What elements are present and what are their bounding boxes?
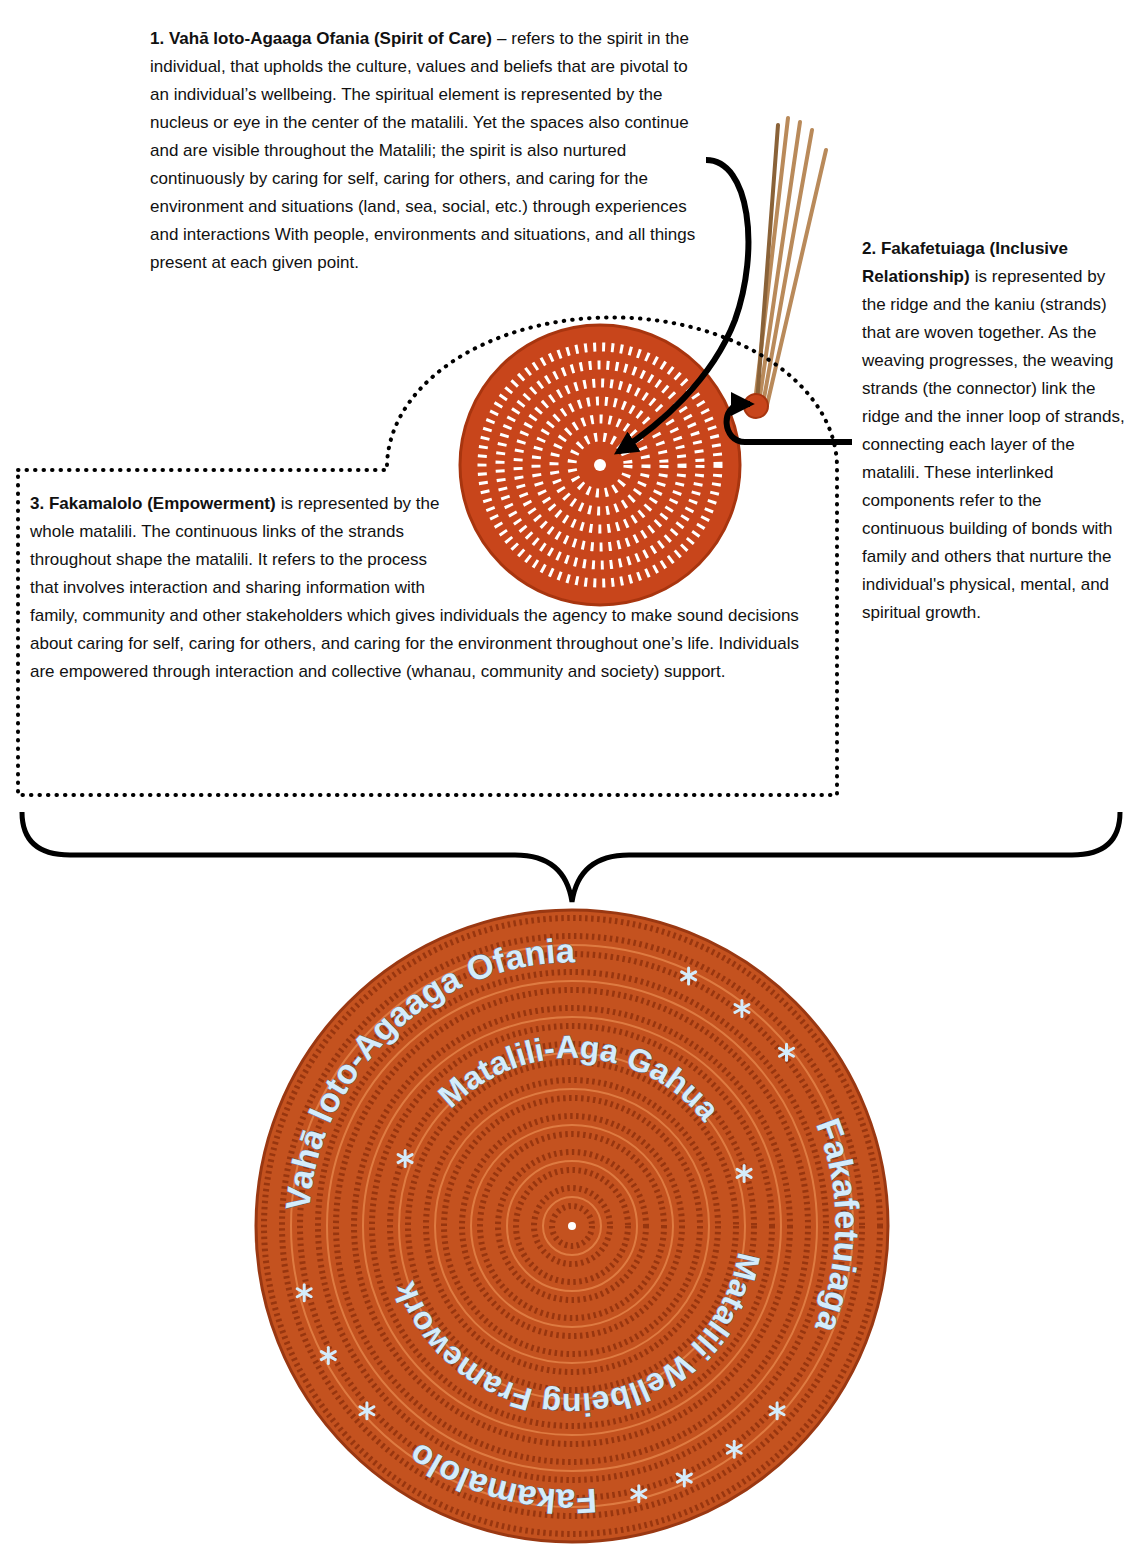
asterisk bbox=[677, 1470, 691, 1486]
small-matalili bbox=[460, 325, 768, 605]
text-spacer bbox=[699, 25, 700, 305]
asterisk bbox=[632, 1486, 646, 1502]
mat-ring bbox=[536, 401, 664, 529]
strand bbox=[763, 130, 812, 404]
mat-nucleus bbox=[594, 459, 606, 471]
curved-label: Fakafetuiaga bbox=[808, 1113, 867, 1339]
strand bbox=[767, 150, 826, 405]
asterisk bbox=[682, 968, 696, 984]
mat-weave bbox=[264, 918, 880, 1534]
mat-ring bbox=[518, 383, 682, 547]
curved-label: Fakamalolo bbox=[402, 1436, 598, 1521]
asterisk bbox=[735, 1001, 749, 1017]
dotted-outline bbox=[18, 317, 837, 795]
matalili-circle: Vahā loto-Agaaga OfaniaMatalili-Aga Gahu… bbox=[254, 908, 890, 1544]
weave-ring bbox=[372, 1026, 772, 1426]
asterisk bbox=[321, 1348, 335, 1364]
weave-ring bbox=[426, 1080, 718, 1372]
weave-ring bbox=[543, 1197, 601, 1255]
mat-disc bbox=[460, 325, 740, 605]
weave-ring bbox=[336, 990, 808, 1462]
callout-text: 2. Fakafetuiaga (Inclusive Relationship)… bbox=[862, 235, 1127, 627]
text-spacer bbox=[440, 333, 700, 361]
mat-disc bbox=[256, 910, 888, 1542]
callout-body: is represented by the ridge and the kani… bbox=[862, 267, 1125, 622]
weave-ring bbox=[444, 1098, 700, 1354]
strands bbox=[755, 118, 826, 405]
curved-label: Matalili Wellbeing Framework bbox=[386, 1250, 767, 1423]
curved-label: Fakafetuiaga bbox=[808, 1113, 867, 1339]
asterisk bbox=[780, 1044, 794, 1060]
region-text: 3. Fakamalolo (Empowerment)is represente… bbox=[30, 490, 820, 686]
curved-label: Vahā loto-Agaaga Ofania bbox=[278, 931, 576, 1212]
asterisk bbox=[770, 1403, 784, 1419]
region-body: is represented by the whole matalili. Th… bbox=[30, 494, 799, 681]
asterisk bbox=[727, 1441, 741, 1457]
weave-ring bbox=[264, 918, 880, 1534]
callout-text: 1. Vahā loto-Agaaga Ofania (Spirit of Ca… bbox=[150, 25, 700, 609]
weave-ring bbox=[498, 1152, 646, 1300]
callout-body: – refers to the spirit in the individual… bbox=[150, 29, 695, 272]
mat-ring bbox=[572, 437, 628, 493]
curved-label: Matalili-Aga Gahua bbox=[431, 1029, 727, 1128]
region-heading: 3. Fakamalolo (Empowerment) bbox=[30, 494, 276, 513]
mat-ring bbox=[482, 347, 718, 583]
asterisk bbox=[398, 1151, 412, 1167]
weave-ring bbox=[318, 972, 826, 1480]
asterisk bbox=[297, 1285, 311, 1301]
mat-ring bbox=[554, 419, 646, 511]
text-spacer bbox=[405, 361, 700, 389]
mat-ring bbox=[500, 365, 700, 565]
dotted-outline bbox=[15, 290, 845, 800]
mat-nucleus bbox=[568, 1222, 576, 1230]
weave-ring bbox=[471, 1125, 673, 1327]
mat-holes bbox=[482, 347, 718, 583]
callout-heading: 1. Vahā loto-Agaaga Ofania (Spirit of Ca… bbox=[150, 29, 492, 48]
weave-ring bbox=[507, 1161, 637, 1291]
curved-label: Matalili Wellbeing Framework bbox=[386, 1250, 767, 1423]
curved-label: Fakamalolo bbox=[402, 1436, 598, 1521]
weave-ring bbox=[462, 1116, 682, 1336]
weave-ring bbox=[552, 1206, 592, 1246]
large-matalili: Vahā loto-Agaaga OfaniaMatalili-Aga Gahu… bbox=[254, 908, 890, 1544]
weave-ring bbox=[354, 1008, 790, 1444]
strand bbox=[759, 122, 800, 403]
curved-label: Matalili-Aga Gahua bbox=[431, 1029, 727, 1128]
weave-ring bbox=[480, 1134, 664, 1318]
weave-ring bbox=[516, 1170, 628, 1282]
text-spacer bbox=[440, 490, 820, 602]
curly-brace bbox=[22, 812, 1120, 902]
dotted-region: 3. Fakamalolo (Empowerment)is represente… bbox=[15, 290, 845, 800]
asterisk bbox=[737, 1165, 751, 1181]
weave-ring bbox=[435, 1089, 709, 1363]
weave-ring bbox=[363, 1017, 781, 1435]
weave-ring bbox=[534, 1188, 610, 1264]
curved-label: Vahā loto-Agaaga Ofania bbox=[278, 931, 576, 1212]
weave-ring bbox=[327, 981, 817, 1471]
asterisk bbox=[360, 1403, 374, 1419]
